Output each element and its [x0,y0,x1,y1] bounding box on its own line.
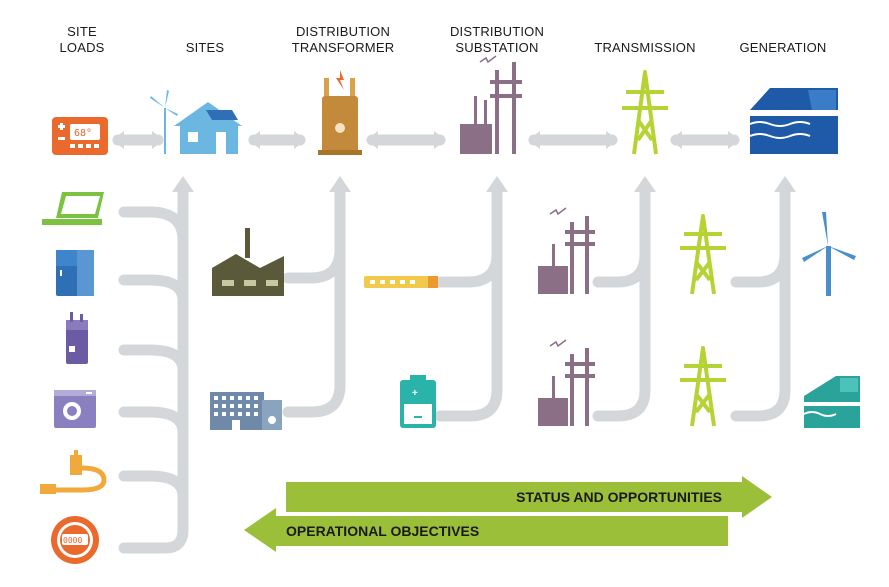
water-heater-icon [66,312,88,364]
refrigerator-icon [56,250,94,296]
trunk-generation [730,184,791,422]
washing-machine-icon [54,390,96,428]
trunk-transformer [282,184,346,418]
flow-arrowheads [112,131,796,192]
office-building-icon [210,392,282,430]
transmission-tower-icon-3 [680,346,726,427]
thermostat-icon: 68° [52,117,108,155]
header-dist-transformer-line1: DISTRIBUTION [295,24,391,39]
hydro-dam-icon [749,88,838,154]
transmission-tower-icon-2 [680,214,726,295]
branch-substation-2 [592,248,651,288]
header-site-loads-line1: SITE [67,24,97,39]
laptop-icon [42,192,104,225]
status-arrow-label: STATUS AND OPPORTUNITIES [516,489,722,505]
operational-arrow-label: OPERATIONAL OBJECTIVES [286,523,479,539]
trunk-transmission [592,184,651,422]
hydro-dam-icon-2 [803,376,860,428]
header-sites-line1: SITES [185,40,225,55]
branch-fridge [118,274,189,306]
branch-heater [118,344,189,376]
branch-factory [282,244,346,284]
substation-icon-2 [538,207,595,294]
operational-arrow: OPERATIONAL OBJECTIVES [244,508,728,552]
branch-washer [118,406,189,438]
arrowhead-sites-up [172,176,194,192]
branch-laptop [118,206,189,246]
status-arrow-shape [286,476,772,518]
meter-icon: 0000 [51,516,99,564]
flow-connectors [112,134,791,554]
header-site-loads: SITE LOADS [46,24,118,56]
trunk-substation [434,184,503,422]
arrowhead-generation-up [774,176,796,192]
transmission-tower-icon [622,70,668,155]
transformer-icon [318,70,362,155]
house-icon [174,102,242,154]
battery-icon: + [400,375,436,428]
header-site-loads-line2: LOADS [59,40,105,55]
arrowhead-transformer-up [329,176,351,192]
header-generation: GENERATION [728,40,838,56]
header-dist-transformer-line2: TRANSFORMER [291,40,395,55]
header-distribution-transformer: DISTRIBUTION TRANSFORMER [282,24,404,56]
wind-turbine-icon [150,90,178,154]
power-strip-icon [364,276,438,288]
operational-arrow-shape [244,508,728,552]
trunk-sites [118,184,189,554]
header-generation-line1: GENERATION [739,40,827,55]
branch-tower-2 [730,248,791,288]
thermostat-reading: 68° [74,128,92,139]
ev-charger-icon [40,450,107,494]
arrowhead-substation-up [486,176,508,192]
branch-charger [118,470,189,502]
branch-power-strip [434,248,503,288]
substation-icon [460,55,522,154]
svg-text:+: + [412,388,418,399]
arrowhead-transmission-up [634,176,656,192]
header-distribution-substation: DISTRIBUTION SUBSTATION [436,24,558,56]
header-dist-substation-line1: DISTRIBUTION [449,24,545,39]
factory-icon [212,228,284,296]
header-transmission: TRANSMISSION [582,40,708,56]
status-arrow: STATUS AND OPPORTUNITIES [286,476,772,518]
header-transmission-line1: TRANSMISSION [594,40,696,55]
substation-icon-3 [538,339,595,426]
meter-reading: 0000 [63,536,82,545]
wind-turbine-icon-2 [802,212,856,296]
header-dist-substation-line2: SUBSTATION [455,40,539,55]
header-sites: SITES [170,40,240,56]
